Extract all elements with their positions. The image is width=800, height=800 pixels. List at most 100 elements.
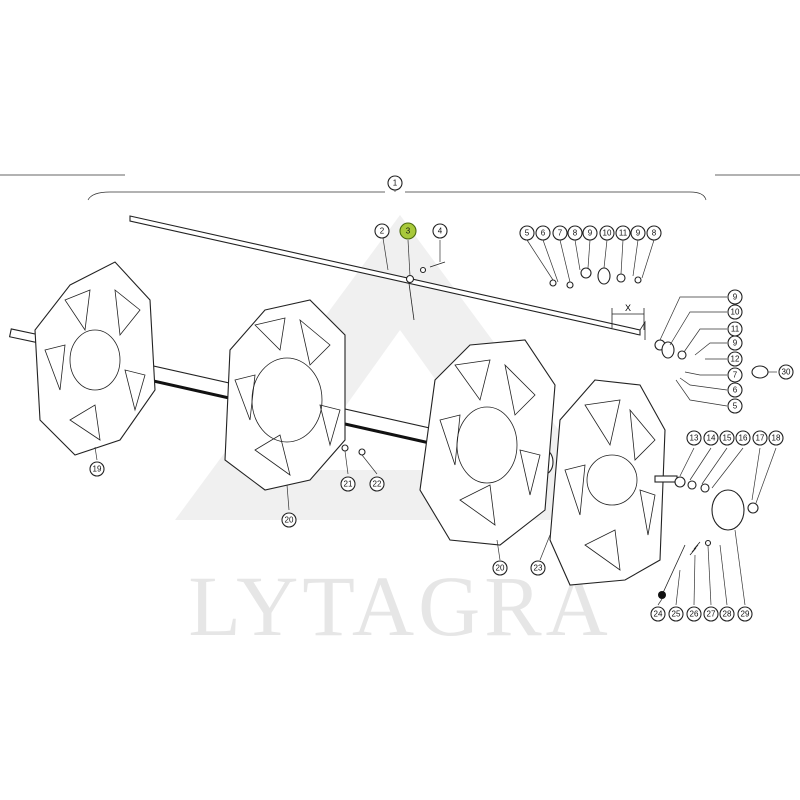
rod-wire xyxy=(407,275,415,321)
washer-16 xyxy=(700,483,710,493)
callout-6b[interactable]: 6 xyxy=(727,382,743,398)
svg-text:21: 21 xyxy=(344,480,353,489)
callout-8b[interactable]: 8 xyxy=(646,225,662,241)
knob-24 xyxy=(658,591,666,599)
svg-text:16: 16 xyxy=(739,434,748,443)
svg-text:26: 26 xyxy=(690,610,699,619)
svg-text:29: 29 xyxy=(741,610,750,619)
callout-15[interactable]: 15 xyxy=(719,430,735,446)
svg-text:27: 27 xyxy=(707,610,716,619)
disc-3 xyxy=(419,339,556,546)
washer-22 xyxy=(358,448,366,456)
cap-18 xyxy=(747,502,759,514)
callout-24[interactable]: 24 xyxy=(650,606,666,622)
callout-4[interactable]: 4 xyxy=(432,223,448,239)
spring-26 xyxy=(689,541,701,556)
callout-25[interactable]: 25 xyxy=(668,606,684,622)
callout-11b[interactable]: 11 xyxy=(727,321,743,337)
svg-text:9: 9 xyxy=(588,229,593,238)
callout-9b[interactable]: 9 xyxy=(630,225,646,241)
svg-text:18: 18 xyxy=(772,434,781,443)
svg-text:12: 12 xyxy=(731,355,740,364)
callout-30[interactable]: 30 xyxy=(778,364,794,380)
washer-15 xyxy=(687,480,697,490)
callout-12[interactable]: 12 xyxy=(727,351,743,367)
callout-28[interactable]: 28 xyxy=(719,606,735,622)
svg-text:5: 5 xyxy=(733,402,738,411)
svg-text:11: 11 xyxy=(731,325,740,334)
callout-20a[interactable]: 20 xyxy=(281,512,297,528)
flange-plate xyxy=(711,489,745,531)
callout-16[interactable]: 16 xyxy=(735,430,751,446)
callout-3[interactable]: 3 xyxy=(399,222,417,240)
callout-18[interactable]: 18 xyxy=(768,430,784,446)
callout-8a[interactable]: 8 xyxy=(567,225,583,241)
callout-9a[interactable]: 9 xyxy=(582,225,598,241)
svg-text:2: 2 xyxy=(380,227,385,236)
callouts: 1 2 3 4 5 6 7 8 9 10 11 9 8 9 10 11 9 12… xyxy=(89,175,794,622)
leaders xyxy=(94,190,777,606)
svg-text:9: 9 xyxy=(636,229,641,238)
callout-29[interactable]: 29 xyxy=(737,606,753,622)
bracket-upper xyxy=(661,341,675,359)
callout-27[interactable]: 27 xyxy=(703,606,719,622)
svg-text:1: 1 xyxy=(393,179,398,188)
svg-text:15: 15 xyxy=(723,434,732,443)
callout-10a[interactable]: 10 xyxy=(599,225,615,241)
svg-text:22: 22 xyxy=(373,480,382,489)
rod-end xyxy=(639,320,646,340)
svg-text:23: 23 xyxy=(534,564,543,573)
callout-19[interactable]: 19 xyxy=(89,461,105,477)
disc-2 xyxy=(224,299,346,491)
svg-text:14: 14 xyxy=(707,434,716,443)
callout-11a[interactable]: 11 xyxy=(615,225,631,241)
callout-23[interactable]: 23 xyxy=(530,560,546,576)
washer-upper xyxy=(677,350,687,360)
callout-2[interactable]: 2 xyxy=(374,223,390,239)
callout-14[interactable]: 14 xyxy=(703,430,719,446)
callout-1[interactable]: 1 xyxy=(387,175,403,191)
svg-text:9: 9 xyxy=(733,339,738,348)
svg-text:4: 4 xyxy=(438,227,443,236)
callout-26[interactable]: 26 xyxy=(686,606,702,622)
callout-9c[interactable]: 9 xyxy=(727,289,743,305)
callout-22[interactable]: 22 xyxy=(369,476,385,492)
svg-text:28: 28 xyxy=(723,610,732,619)
callout-7b[interactable]: 7 xyxy=(727,367,743,383)
svg-text:6: 6 xyxy=(733,386,738,395)
callout-10b[interactable]: 10 xyxy=(727,304,743,320)
washer-27 xyxy=(704,539,712,547)
svg-text:20: 20 xyxy=(496,564,505,573)
svg-text:7: 7 xyxy=(733,371,738,380)
rod-body xyxy=(129,215,641,336)
spring-rod xyxy=(661,544,686,596)
disc-4 xyxy=(549,379,666,586)
callout-17[interactable]: 17 xyxy=(752,430,768,446)
svg-text:25: 25 xyxy=(672,610,681,619)
watermark-text: LYTAGRA xyxy=(188,558,611,654)
callout-6a[interactable]: 6 xyxy=(535,225,551,241)
callout-7a[interactable]: 7 xyxy=(552,225,568,241)
callout-5b[interactable]: 5 xyxy=(727,398,743,414)
callout-9d[interactable]: 9 xyxy=(727,335,743,351)
disc-1 xyxy=(34,261,156,456)
svg-text:8: 8 xyxy=(573,229,578,238)
callout-21[interactable]: 21 xyxy=(340,476,356,492)
svg-text:30: 30 xyxy=(782,368,791,377)
pin xyxy=(654,475,678,483)
svg-text:20: 20 xyxy=(285,516,294,525)
cover-30 xyxy=(751,365,769,379)
svg-text:13: 13 xyxy=(690,434,699,443)
bearing-parts xyxy=(341,339,769,599)
rod-washer xyxy=(419,266,427,274)
bearing-ring xyxy=(674,476,686,488)
svg-text:7: 7 xyxy=(558,229,563,238)
callout-20b[interactable]: 20 xyxy=(492,560,508,576)
assembly-bracket xyxy=(87,191,707,201)
callout-5a[interactable]: 5 xyxy=(519,225,535,241)
rod-clip xyxy=(405,274,415,284)
callout-13[interactable]: 13 xyxy=(686,430,702,446)
rod-bolt xyxy=(429,261,446,268)
svg-text:17: 17 xyxy=(756,434,765,443)
